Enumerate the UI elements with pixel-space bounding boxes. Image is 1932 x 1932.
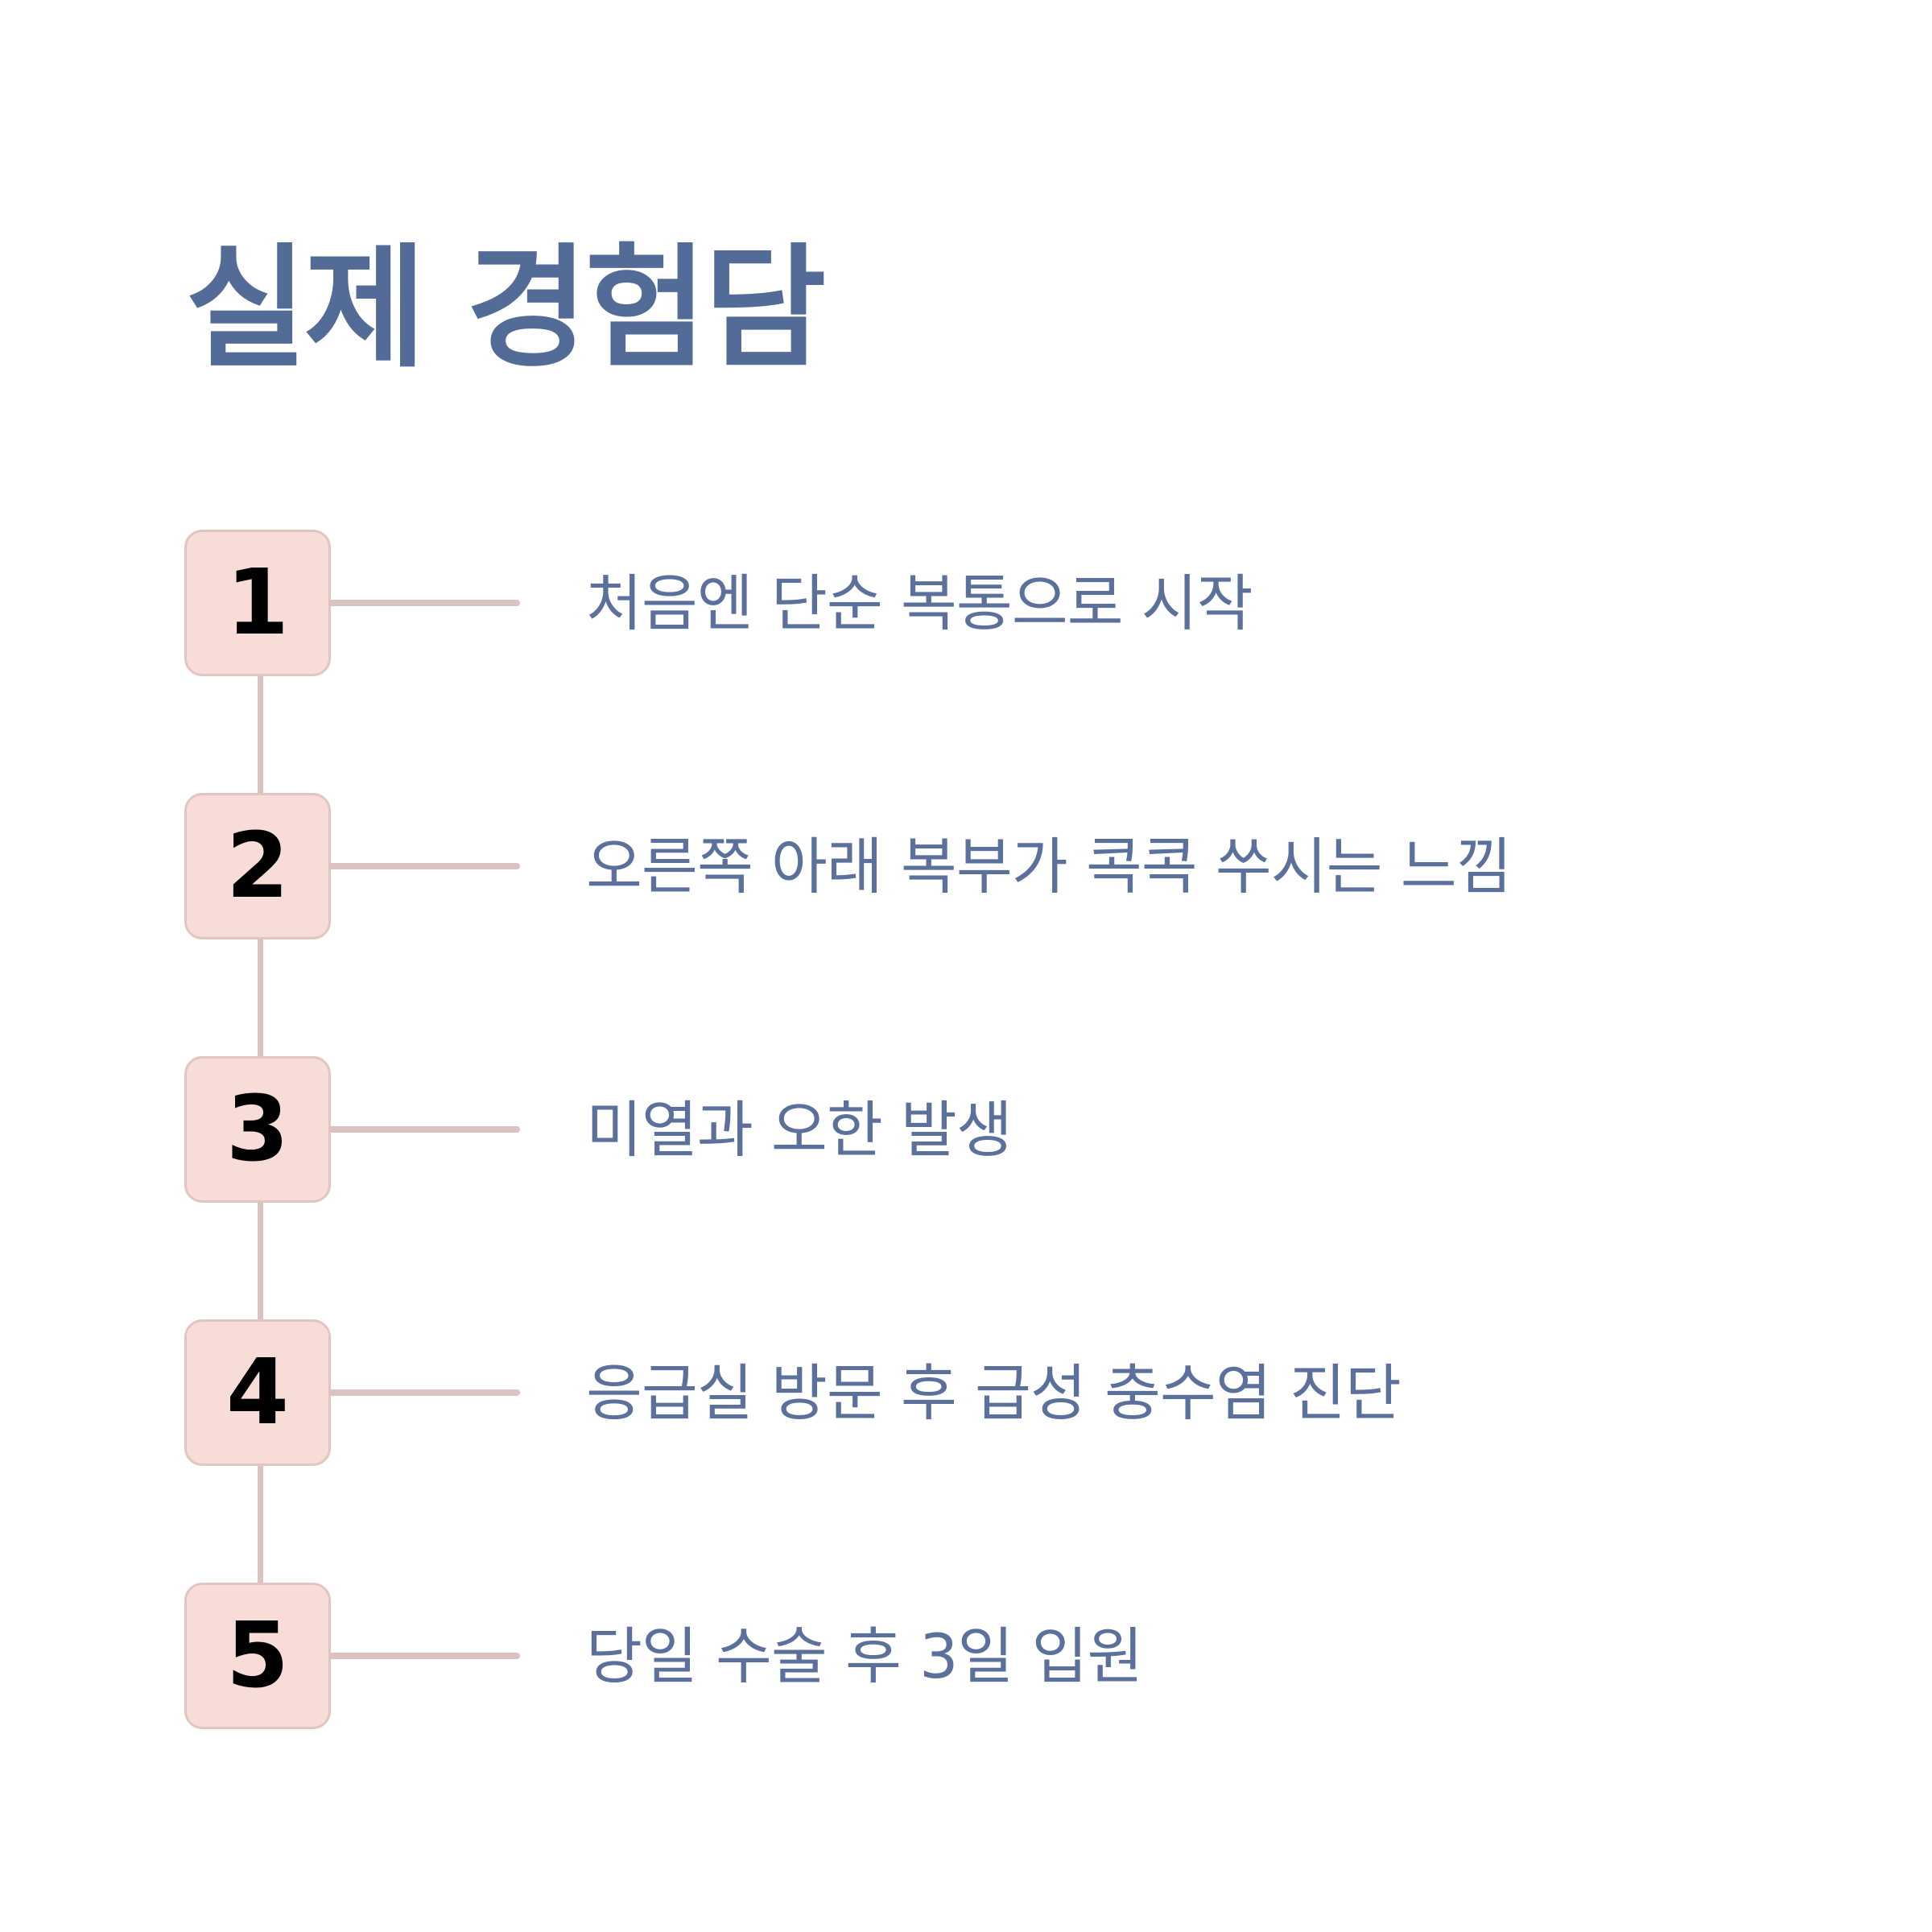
- step-description: 처음엔 단순 복통으로 시작: [586, 568, 1253, 639]
- step-connector-line: [328, 1653, 520, 1659]
- timeline-step-1: 1 처음엔 단순 복통으로 시작: [0, 530, 1932, 676]
- step-number: 1: [226, 551, 289, 655]
- step-number: 3: [226, 1077, 289, 1182]
- step-number-badge: 3: [184, 1056, 331, 1203]
- step-description: 당일 수술 후 3일 입원: [586, 1620, 1143, 1692]
- timeline-vertical-line: [258, 1464, 263, 1583]
- step-connector-line: [328, 1126, 520, 1133]
- timeline-vertical-line: [258, 938, 263, 1057]
- step-connector-line: [328, 863, 520, 869]
- step-number-badge: 1: [184, 530, 331, 676]
- step-description: 미열과 오한 발생: [586, 1094, 1013, 1166]
- step-number: 5: [226, 1604, 289, 1708]
- timeline-step-4: 4 응급실 방문 후 급성 충수염 진단: [0, 1319, 1932, 1466]
- timeline-vertical-line: [258, 675, 263, 794]
- step-number-badge: 2: [184, 793, 331, 939]
- timeline-step-3: 3 미열과 오한 발생: [0, 1056, 1932, 1203]
- timeline-step-5: 5 당일 수술 후 3일 입원: [0, 1583, 1932, 1729]
- step-description: 오른쪽 아래 복부가 콕콕 쑤시는 느낌: [586, 831, 1513, 902]
- step-connector-line: [328, 600, 520, 606]
- step-connector-line: [328, 1389, 520, 1396]
- page-title: 실제 경험담: [185, 231, 826, 386]
- step-number-badge: 5: [184, 1583, 331, 1729]
- step-description: 응급실 방문 후 급성 충수염 진단: [586, 1357, 1402, 1429]
- step-number: 4: [226, 1340, 289, 1445]
- step-number-badge: 4: [184, 1319, 331, 1466]
- timeline-vertical-line: [258, 1201, 263, 1320]
- timeline-step-2: 2 오른쪽 아래 복부가 콕콕 쑤시는 느낌: [0, 793, 1932, 939]
- step-number: 2: [226, 814, 289, 919]
